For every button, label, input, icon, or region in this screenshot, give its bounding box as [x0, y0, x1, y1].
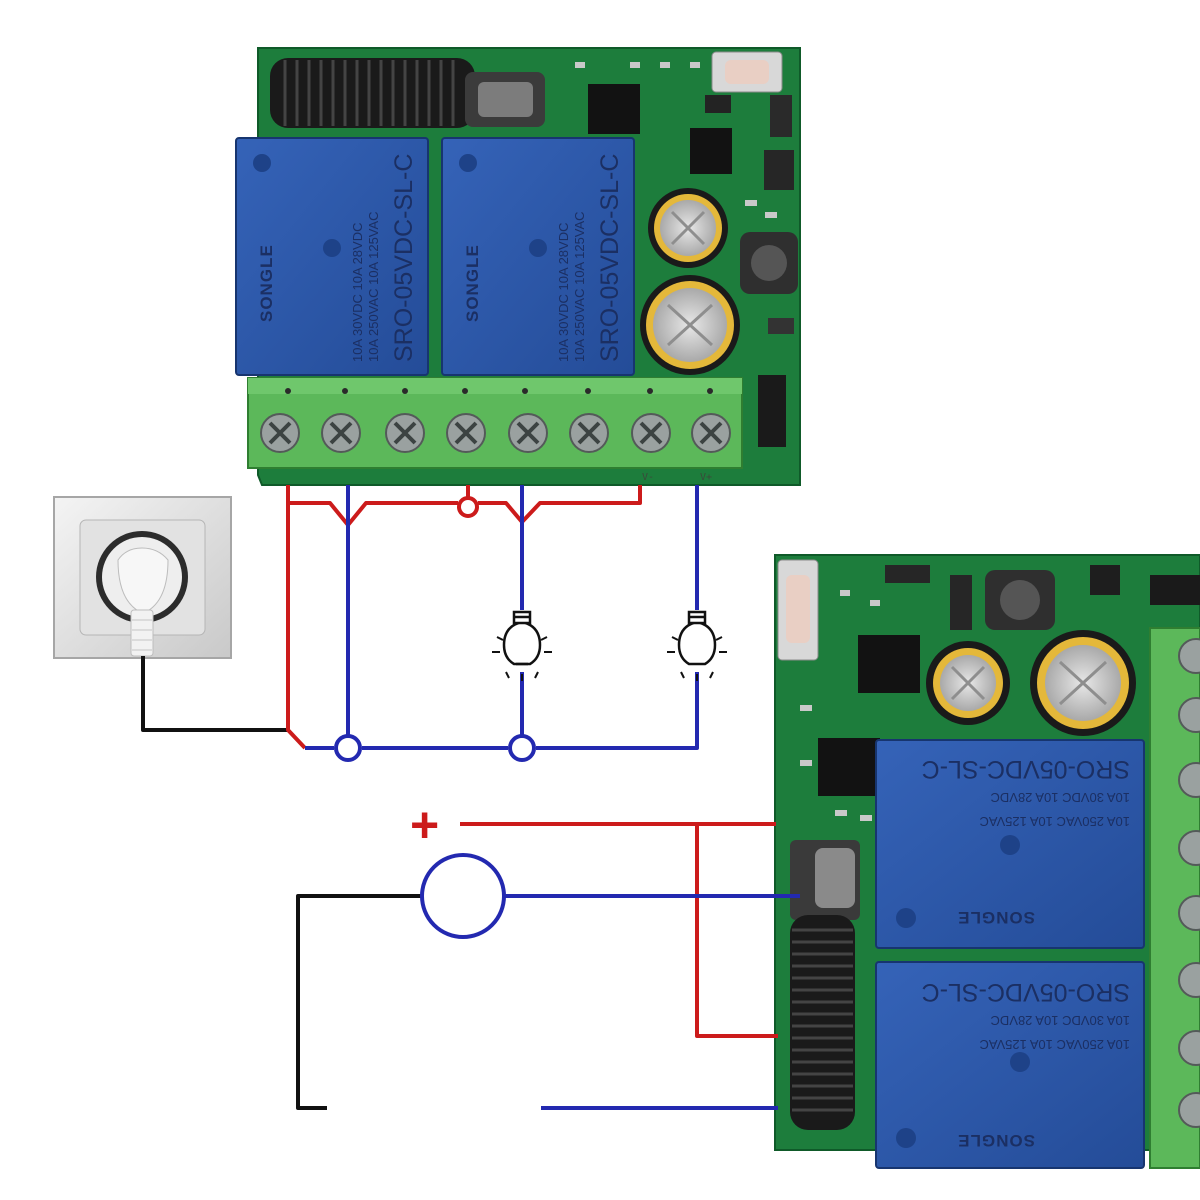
upper-relay-1-spec-1: 10A 250VAC 10A 125VAC — [366, 211, 381, 362]
lower-relay-1: SRO-05VDC-SL-C 10A 30VDC 10A 28VDC 10A 2… — [875, 739, 1145, 949]
lower-wiring: + — [296, 797, 800, 1110]
lower-relay-2-spec-1: 10A 30VDC 10A 28VDC — [991, 1013, 1130, 1028]
neutral-junction-2 — [508, 734, 536, 762]
positive-symbol: + — [410, 797, 439, 853]
lower-capacitor-large — [1030, 630, 1136, 736]
lamp-2 — [667, 610, 727, 681]
upper-capacitor-small — [648, 188, 728, 268]
plug-cable — [141, 656, 288, 732]
lower-relay-1-model: SRO-05VDC-SL-C — [922, 755, 1130, 783]
upper-ic-chip — [588, 84, 640, 134]
lower-ic-chip — [858, 635, 920, 693]
lower-ic-chip-2 — [818, 738, 880, 796]
upper-relay-2-model: SRO-05VDC-SL-C — [596, 154, 624, 362]
upper-relay-1-spec-2: 10A 30VDC 10A 28VDC — [350, 223, 365, 362]
upper-capacitor-large — [640, 275, 740, 375]
upper-relay-2-brand: SONGLE — [463, 244, 482, 322]
plug — [117, 547, 169, 657]
live-junction — [457, 496, 479, 518]
upper-antenna-coil — [270, 58, 545, 128]
motor-load — [420, 853, 506, 939]
lower-relay-2-model: SRO-05VDC-SL-C — [922, 978, 1130, 1006]
upper-term-label-8: V+ — [700, 472, 712, 483]
upper-relay-2-spec-1: 10A 250VAC 10A 125VAC — [572, 211, 587, 362]
upper-relay-1: SRO-05VDC-SL-C 10A 250VAC 10A 125VAC 10A… — [235, 137, 429, 376]
lower-relay-2-brand: SONGLE — [957, 1131, 1035, 1150]
wall-socket — [53, 496, 232, 659]
lower-relay-1-brand: SONGLE — [957, 908, 1035, 927]
upper-relay-module: SRO-05VDC-SL-C 10A 250VAC 10A 125VAC 10A… — [235, 47, 801, 486]
upper-ic-chip-2 — [690, 128, 732, 174]
upper-term-label-7: V- — [642, 472, 654, 483]
upper-relay-1-brand: SONGLE — [257, 244, 276, 322]
lower-relay-module: SRO-05VDC-SL-C 10A 30VDC 10A 28VDC 10A 2… — [774, 554, 1200, 1169]
upper-relay-1-model: SRO-05VDC-SL-C — [390, 154, 418, 362]
lamp-1 — [492, 610, 552, 681]
lower-relay-2-spec-2: 10A 250VAC 10A 125VAC — [979, 1037, 1130, 1052]
lower-terminal-block — [1149, 627, 1200, 1169]
upper-relay-2-spec-2: 10A 30VDC 10A 28VDC — [556, 223, 571, 362]
lower-relay-1-spec-1: 10A 30VDC 10A 28VDC — [991, 790, 1130, 805]
lower-capacitor-small — [926, 641, 1010, 725]
upper-wiring — [141, 485, 699, 762]
lower-relay-2: SRO-05VDC-SL-C 10A 30VDC 10A 28VDC 10A 2… — [875, 961, 1145, 1169]
upper-terminal-block: V- V+ — [247, 377, 743, 483]
live-wire — [286, 485, 307, 750]
neutral-junction-1 — [334, 734, 362, 762]
upper-relay-2: SRO-05VDC-SL-C 10A 250VAC 10A 125VAC 10A… — [441, 137, 635, 376]
lower-antenna-coil — [790, 840, 860, 1130]
lower-relay-1-spec-2: 10A 250VAC 10A 125VAC — [979, 814, 1130, 829]
ground-wire — [296, 894, 422, 1110]
